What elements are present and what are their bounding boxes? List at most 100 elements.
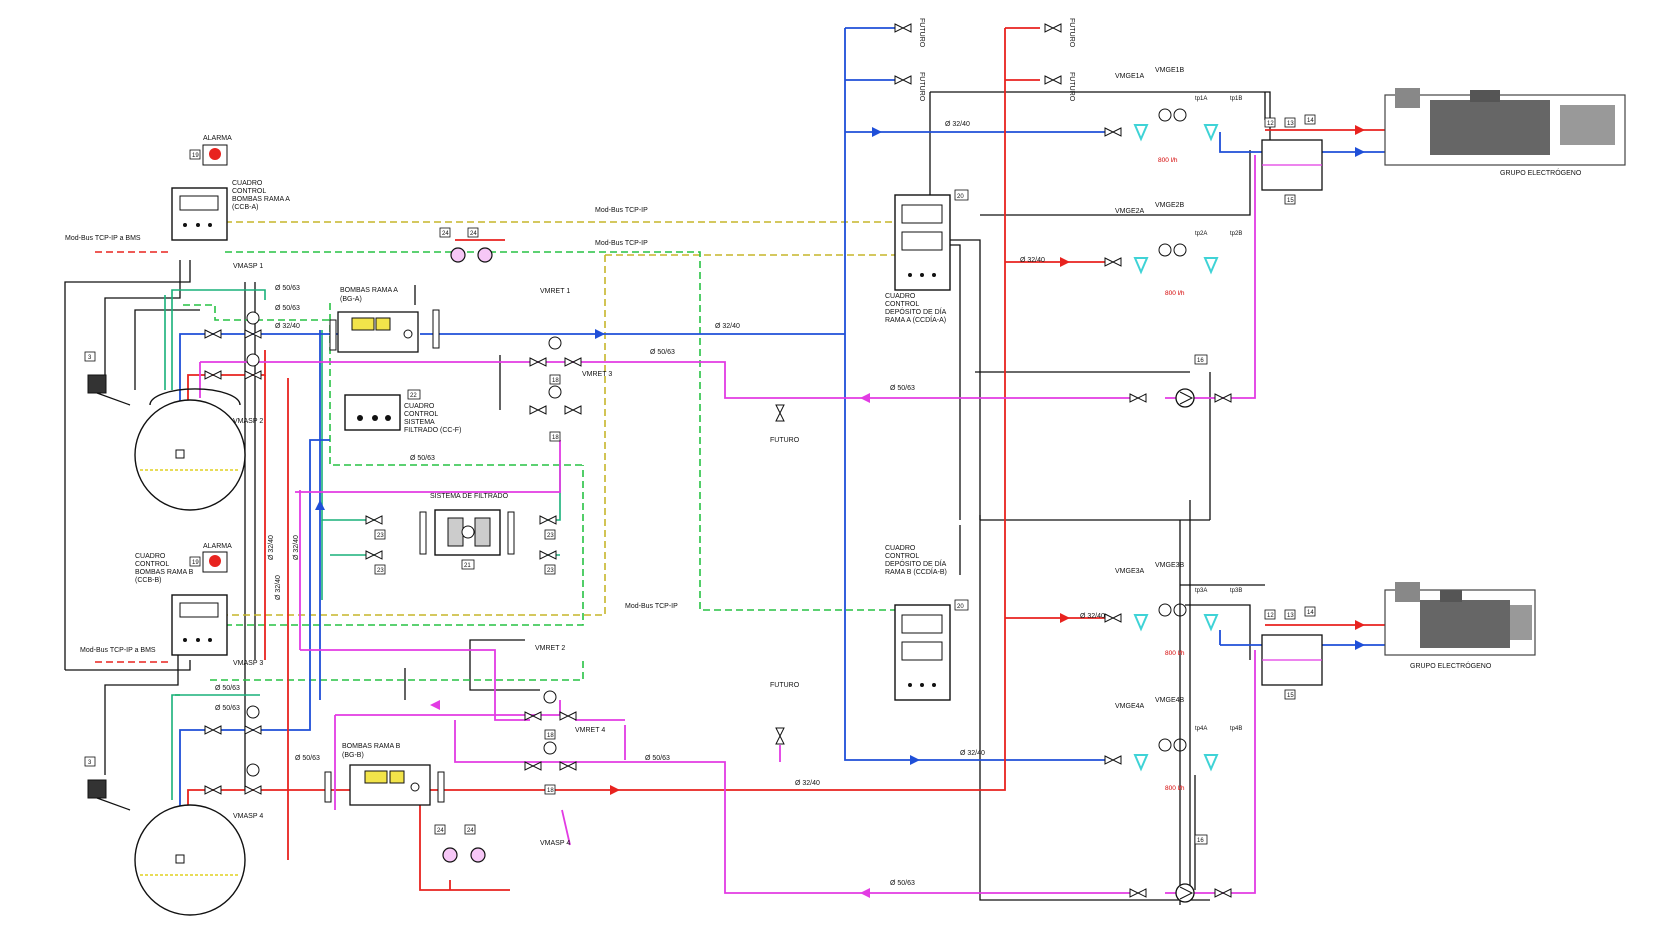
ccb-b-label: BOMBAS RAMA B [135,569,194,576]
vmge-label: VMGE4B [1155,697,1185,704]
return-pump-a [1175,388,1195,408]
tag: 12 [1267,613,1274,619]
tag: 12 [1267,121,1274,127]
tp-label: tp2B [1230,231,1242,237]
panel-ccb-a [171,187,228,241]
pressure-gauges-a [450,247,493,263]
generator-set-a [1384,88,1626,166]
generator-set-b [1384,582,1536,656]
tag: 18 [552,435,559,441]
tp-label: tp4B [1230,726,1242,732]
vmasp1-label: VMASP 1 [233,263,263,270]
futuro-label: FUTURO [1068,18,1075,48]
ccf-label: SISTEMA [404,419,435,426]
tag: 16 [1197,838,1204,844]
pipe-diameter: Ø 50/63 [275,305,300,312]
pipe-diameter: Ø 32/40 [275,323,300,330]
tag: 23 [547,533,554,539]
pipe-diameter: Ø 32/40 [960,750,985,757]
flow-rate: 800 l/h [1165,290,1185,297]
pipe-diameter: Ø 50/63 [275,285,300,292]
tag: 14 [1307,118,1314,124]
tag: 18 [547,788,554,794]
flow-arrow-red [1060,613,1070,623]
ccdia-a-label: DEPÓSITO DE DÍA [885,307,947,316]
ccb-b-label: (CCB-B) [135,577,161,584]
tag: 20 [957,194,964,200]
bgb-label: (BG-B) [342,752,364,759]
ccb-a-label: BOMBAS RAMA A [232,196,290,203]
tag: 23 [547,568,554,574]
flow-arrow-blue [872,127,882,137]
filtration-system [419,509,515,556]
pipe-diameter: Ø 50/63 [295,755,320,762]
green-pipes [164,289,561,800]
ccb-a-label: (CCB-A) [232,204,258,211]
valve-motors [246,311,562,777]
ccdia-a-label: CUADRO [885,293,916,300]
tag: 13 [1287,121,1294,127]
vmret4-label: VMRET 4 [575,727,605,734]
pressure-gauges-b [442,847,486,863]
genset-b-label: GRUPO ELECTRÓGENO [1410,661,1492,670]
bga-label: (BG-A) [340,296,362,303]
panel-ccf [344,394,401,431]
ccdia-b-label: CONTROL [885,553,919,560]
tag: 19 [192,153,199,159]
tag: 16 [1197,358,1204,364]
tag: 19 [192,560,199,566]
flow-arrow-blue [595,329,605,339]
genset-a-label: GRUPO ELECTRÓGENO [1500,168,1582,177]
filters-cyan [1133,124,1219,772]
return-pump-b [1175,883,1195,903]
panel-ccdia-a [894,194,951,291]
tp-label: tp4A [1195,726,1207,732]
modbus-label: Mod-Bus TCP-IP [595,207,648,214]
tag: 24 [442,231,449,237]
ccf-label: FILTRADO (CC-F) [404,427,461,434]
tp-label: tp1B [1230,96,1242,102]
vmge-label: VMGE1A [1115,73,1145,80]
vmge-label: VMGE3B [1155,562,1185,569]
vmret3-label: VMRET 3 [582,371,612,378]
alarma-label-a: ALARMA [203,135,232,142]
tp-label: tp2A [1195,231,1207,237]
tank-a [134,388,246,511]
bga-label: BOMBAS RAMA A [340,287,398,294]
tag: 3 [88,355,92,361]
tp-label: tp3B [1230,588,1242,594]
ccb-b-label: CONTROL [135,561,169,568]
ccb-a-label: CONTROL [232,188,266,195]
pipe-diameter: Ø 50/63 [215,685,240,692]
flow-arrow-red [1060,257,1070,267]
pipe-diameter: Ø 32/40 [275,575,282,600]
flow-rate: 800 l/h [1165,785,1185,792]
ccdia-b-label: CUADRO [885,545,916,552]
pipe-diameter: Ø 32/40 [795,780,820,787]
flow-rate: 800 l/h [1158,157,1178,164]
panel-ccb-b [171,594,228,656]
tag: 18 [547,733,554,739]
tag-boxes [84,114,1316,845]
tag: 23 [377,533,384,539]
vmret1-label: VMRET 1 [540,288,570,295]
tp-label: tp3A [1195,588,1207,594]
flow-arrow-blue [315,500,325,510]
vmge-label: VMGE2A [1115,208,1145,215]
tag: 14 [1307,610,1314,616]
pipe-diameter: Ø 32/40 [715,323,740,330]
pipe-diameter: Ø 32/40 [945,121,970,128]
alarma-label-b: ALARMA [203,543,232,550]
flow-arrow-red [610,785,620,795]
bgb-label: BOMBAS RAMA B [342,743,401,750]
ccb-a-label: CUADRO [232,180,263,187]
tank-b [134,804,246,916]
filtrado-label: SISTEMA DE FILTRADO [430,493,509,500]
pipe-diameter: Ø 32/40 [293,535,300,560]
tag: 20 [957,604,964,610]
vmasp4b-label: VMASP 4 [540,840,570,847]
pipe-diameter: Ø 50/63 [650,349,675,356]
modbus-yellow [225,221,895,616]
